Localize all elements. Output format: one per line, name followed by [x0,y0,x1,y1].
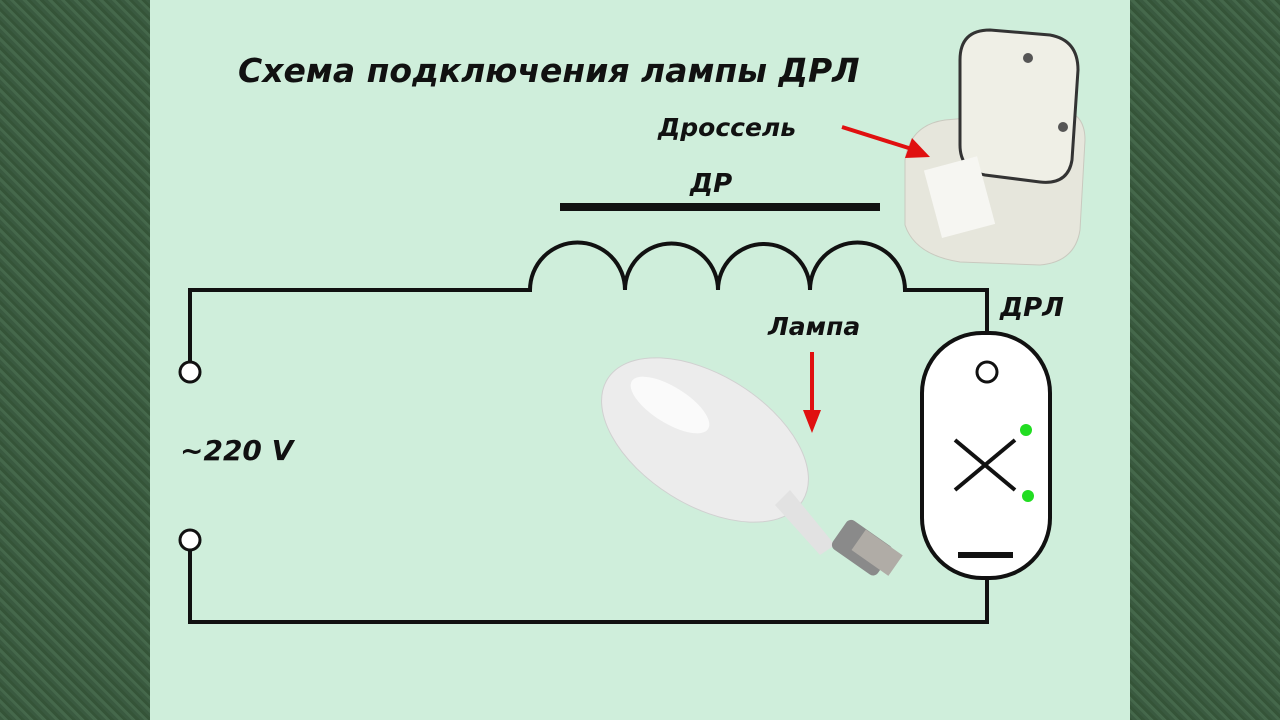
lamp-symbol-label: ДРЛ [999,293,1064,323]
lamp-bulb-photo [601,357,903,576]
voltage-label: ~220 V [180,434,296,467]
lamp-photo-label: Лампа [767,312,860,341]
diagram-title: Схема подключения лампы ДРЛ [238,51,860,90]
red-arrow-icon [841,125,930,158]
choke-photo [904,28,1086,266]
terminal-top [178,360,202,384]
wire-bottom [188,550,989,624]
choke-symbol-label: ДР [689,169,732,199]
red-arrow-icon [803,352,821,433]
terminal-bottom [178,528,202,552]
lamp-symbol [920,331,1052,580]
wire-top-with-coil [188,240,989,362]
choke-photo-label: Дроссель [657,113,796,142]
